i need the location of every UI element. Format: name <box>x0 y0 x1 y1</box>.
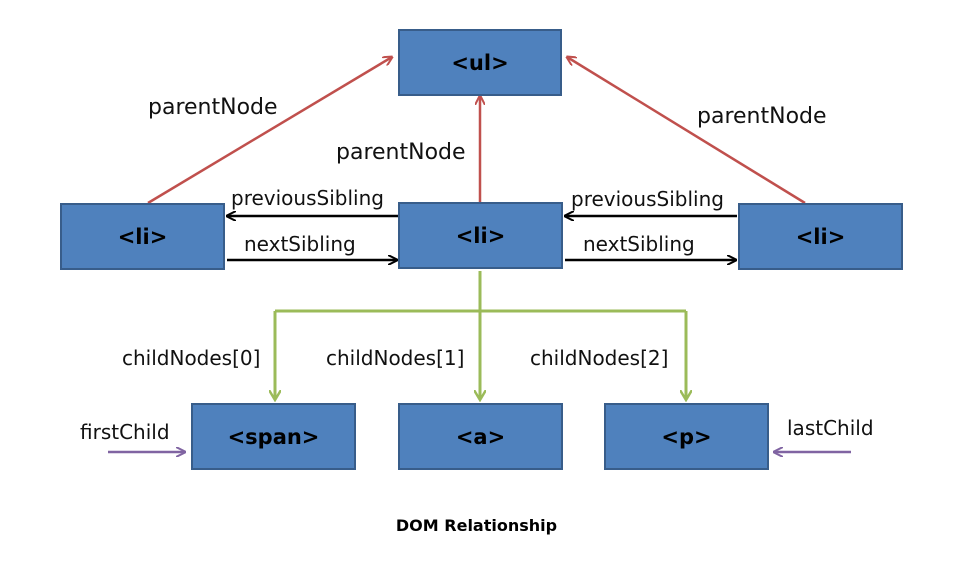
node-p: <p> <box>604 403 769 470</box>
label-parent-node-center: parentNode <box>336 140 466 165</box>
node-span: <span> <box>191 403 356 470</box>
label-next-sibling-right: nextSibling <box>583 232 695 256</box>
label-child-nodes-1: childNodes[1] <box>326 346 465 370</box>
node-li-center: <li> <box>398 202 563 269</box>
label-first-child: firstChild <box>80 420 170 444</box>
label-last-child: lastChild <box>787 416 874 440</box>
label-child-nodes-0: childNodes[0] <box>122 346 261 370</box>
parent-arrow-right <box>567 57 806 205</box>
node-ul: <ul> <box>398 29 562 96</box>
label-previous-sibling-right: previousSibling <box>571 187 724 211</box>
diagram-caption: DOM Relationship <box>395 516 558 535</box>
node-li-left: <li> <box>60 203 225 270</box>
parent-arrow-left <box>147 57 392 205</box>
node-a: <a> <box>398 403 563 470</box>
label-next-sibling-left: nextSibling <box>244 232 356 256</box>
node-li-right: <li> <box>738 203 903 270</box>
label-parent-node-left: parentNode <box>148 95 278 120</box>
label-child-nodes-2: childNodes[2] <box>530 346 669 370</box>
label-parent-node-right: parentNode <box>697 104 827 129</box>
label-previous-sibling-left: previousSibling <box>231 186 384 210</box>
